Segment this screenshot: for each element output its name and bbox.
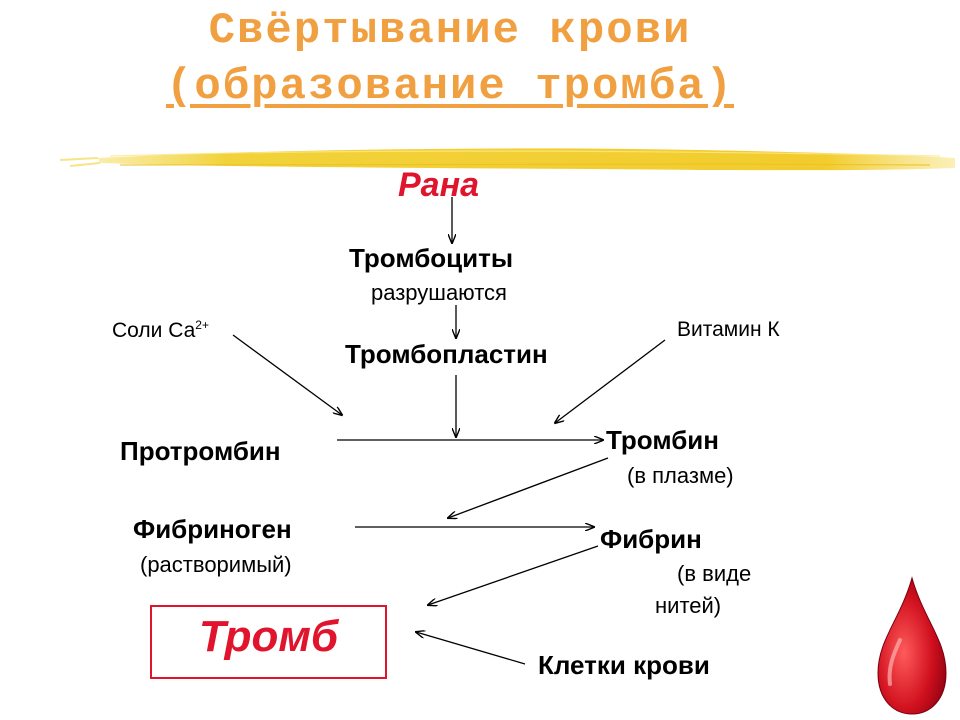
- arrow-blood-cells-to-clot: [416, 632, 526, 665]
- calcium-salts-text: Соли Са: [112, 319, 196, 342]
- fibrinogen-sub-label: (растворимый): [140, 552, 292, 577]
- arrow-vitamin-k-in: [555, 339, 666, 423]
- prothrombin-label: Протромбин: [120, 436, 281, 466]
- calcium-salts-label: Соли Са2+: [112, 318, 209, 343]
- fibrin-label: Фибрин: [600, 524, 702, 554]
- fibrin-sub-label-2: нитей): [655, 593, 722, 618]
- vitamin-k-label: Витамин К: [677, 318, 780, 341]
- title-line-2: (образование тромба): [165, 62, 735, 112]
- title-line-1: Свёртывание крови: [208, 6, 692, 56]
- platelets-label: Тромбоциты: [349, 243, 514, 273]
- fibrin-sub-label-1: (в виде: [677, 561, 752, 586]
- blood-cells-label: Клетки крови: [538, 650, 710, 680]
- arrow-calcium-in: [232, 334, 342, 415]
- arrow-fibrin-to-clot: [428, 545, 599, 605]
- blood-drop-icon: [877, 576, 947, 715]
- thrombin-sub-label: (в плазме): [627, 463, 734, 488]
- thrombin-label: Тромбин: [606, 425, 719, 455]
- thromboplastin-label: Тромбопластин: [345, 339, 548, 369]
- clot-label: Тромб: [198, 612, 339, 661]
- platelets-sub-label: разрушаются: [371, 280, 507, 305]
- calcium-charge: 2+: [195, 318, 209, 332]
- fibrinogen-label: Фибриноген: [133, 514, 292, 544]
- clot-box: [150, 605, 387, 679]
- wound-label: Рана: [398, 166, 480, 204]
- arrow-thrombin-to-fibrinogen: [448, 457, 609, 518]
- yellow-brush-stroke: [59, 148, 955, 171]
